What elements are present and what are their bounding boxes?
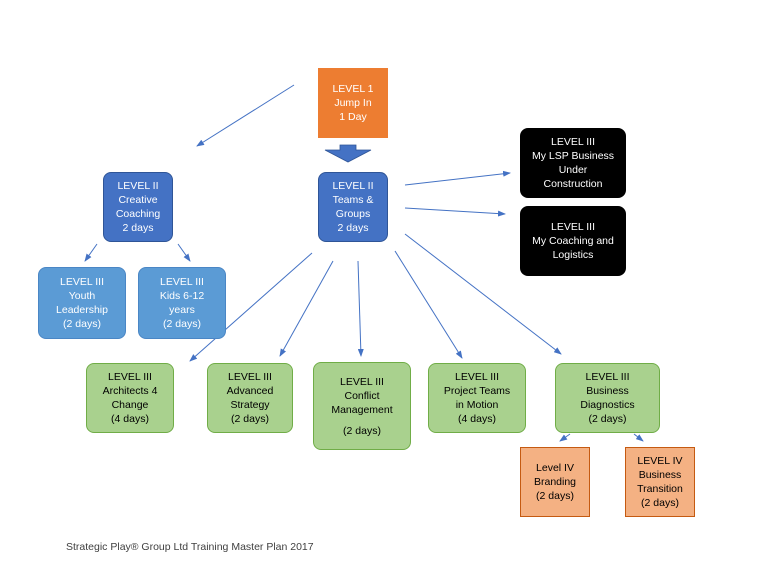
node-line: Transition xyxy=(637,483,683,495)
node-line: LEVEL III xyxy=(585,371,630,383)
arrow-teams-to-lsp xyxy=(404,170,511,186)
node-youth-leadership: LEVEL III Youth Leadership (2 days) xyxy=(38,267,126,339)
node-line: in Motion xyxy=(455,399,499,411)
node-line: (2 days) xyxy=(231,413,269,425)
node-line: LEVEL III xyxy=(455,371,499,383)
node-line: (2 days) xyxy=(163,318,201,330)
node-teams-groups: LEVEL II Teams & Groups 2 days xyxy=(318,172,388,242)
node-line: Teams & xyxy=(332,194,374,206)
node-line: Youth xyxy=(68,290,96,302)
node-line: LEVEL 1 xyxy=(332,83,374,95)
node-line: Management xyxy=(331,403,393,416)
node-line: 2 days xyxy=(122,222,154,234)
node-architects-4-change: LEVEL III Architects 4 Change (4 days) xyxy=(86,363,174,433)
node-business-transition: LEVEL IV Business Transition (2 days) xyxy=(625,447,695,517)
node-level1-jump-in: LEVEL 1 Jump In 1 Day xyxy=(318,68,388,138)
arrow-to-creative-coaching xyxy=(196,84,295,147)
node-line: (2 days) xyxy=(63,318,101,330)
node-project-teams: LEVEL III Project Teams in Motion (4 day… xyxy=(428,363,526,433)
node-line: Coaching xyxy=(115,208,161,220)
node-lsp-business: LEVEL III My LSP Business Under Construc… xyxy=(520,128,626,198)
node-line: 1 Day xyxy=(339,111,367,123)
node-line: LEVEL III xyxy=(160,276,204,288)
node-line: Business xyxy=(638,469,682,481)
node-branding: Level IV Branding (2 days) xyxy=(520,447,590,517)
node-line: LEVEL II xyxy=(332,180,374,192)
arrow-creative-to-kids xyxy=(177,243,191,262)
node-line: Jump In xyxy=(334,97,372,109)
node-creative-coaching: LEVEL II Creative Coaching 2 days xyxy=(103,172,173,242)
node-line: Kids 6-12 xyxy=(159,290,205,302)
node-line: years xyxy=(169,304,195,316)
node-line: My LSP Business xyxy=(531,150,615,162)
arrow-diagnostics-to-transition xyxy=(633,433,644,442)
node-line: LEVEL III xyxy=(551,221,595,233)
node-line: (2 days) xyxy=(536,490,574,502)
arrow-teams-to-architects xyxy=(189,252,313,362)
node-line: Construction xyxy=(543,178,603,190)
node-line: (2 days) xyxy=(641,497,679,509)
node-line: Advanced xyxy=(226,385,274,397)
node-line: LEVEL IV xyxy=(637,455,683,467)
node-conflict-management: LEVEL III Conflict Management (2 days) xyxy=(313,362,411,450)
node-line: Branding xyxy=(533,476,577,488)
node-advanced-strategy: LEVEL III Advanced Strategy (2 days) xyxy=(207,363,293,433)
node-line: Leadership xyxy=(56,304,108,316)
node-line: (2 days) xyxy=(343,424,381,437)
node-line: (2 days) xyxy=(588,413,627,425)
node-line: (4 days) xyxy=(458,413,496,425)
arrow-teams-to-project xyxy=(394,250,463,359)
node-line: Conflict xyxy=(344,389,380,402)
node-kids: LEVEL III Kids 6-12 years (2 days) xyxy=(138,267,226,339)
node-business-diagnostics: LEVEL III Business Diagnostics (2 days) xyxy=(555,363,660,433)
node-line: LEVEL III xyxy=(108,371,152,383)
node-line: Business xyxy=(586,385,629,397)
arrow-creative-to-youth xyxy=(84,243,98,262)
node-line: Creative xyxy=(118,194,158,206)
footer-caption: Strategic Play® Group Ltd Training Maste… xyxy=(66,541,314,553)
node-line: LEVEL II xyxy=(117,180,159,192)
node-line: (4 days) xyxy=(111,413,149,425)
node-line: Diagnostics xyxy=(580,399,635,411)
node-line: Level IV xyxy=(536,462,574,474)
node-line: Change xyxy=(111,399,149,411)
node-line: LEVEL III xyxy=(551,136,595,148)
arrow-teams-to-diagnostics xyxy=(404,233,562,355)
node-line: 2 days xyxy=(337,222,369,234)
node-line: LEVEL III xyxy=(340,375,384,388)
node-line: Architects 4 xyxy=(102,385,158,397)
node-line: My Coaching and xyxy=(532,235,614,247)
node-coaching-logistics: LEVEL III My Coaching and Logistics xyxy=(520,206,626,276)
node-line: Under xyxy=(558,164,588,176)
node-line: Strategy xyxy=(230,399,270,411)
node-line: Groups xyxy=(335,208,371,220)
arrow-teams-to-coaching-logistics xyxy=(404,207,506,217)
node-line: LEVEL III xyxy=(228,371,272,383)
node-line: LEVEL III xyxy=(60,276,104,288)
arrow-diagnostics-to-branding xyxy=(559,433,571,442)
node-line: Logistics xyxy=(552,249,594,261)
node-line: Project Teams xyxy=(443,385,511,397)
arrow-teams-to-conflict xyxy=(357,260,364,357)
block-arrow-level1-to-teams xyxy=(324,144,372,163)
arrow-teams-to-advanced xyxy=(279,260,334,357)
